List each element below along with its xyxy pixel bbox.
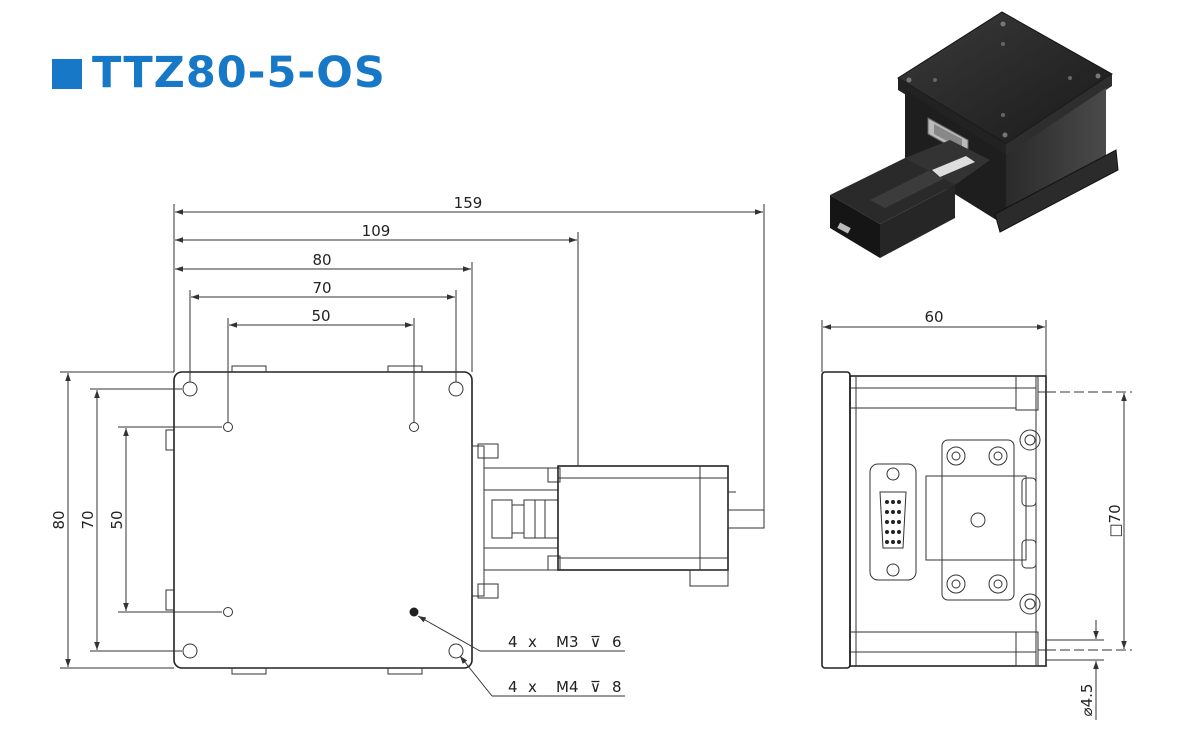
dim-80: 80 [312, 251, 331, 269]
callout-m3: 4 x M3 ⊽ 6 [508, 633, 622, 651]
dim-109: 109 [362, 222, 391, 240]
m4-hole [182, 381, 198, 397]
m3-hole [223, 422, 233, 432]
top-view: 159 109 80 70 50 80 70 50 [50, 194, 765, 697]
svg-text:x: x [528, 678, 537, 696]
m3-hole [223, 607, 233, 617]
svg-text:6: 6 [612, 633, 622, 651]
svg-text:4: 4 [508, 633, 518, 651]
m4-hole [448, 643, 464, 659]
svg-text:M3: M3 [556, 633, 579, 651]
svg-text:⊽: ⊽ [590, 633, 601, 651]
m3-hole [409, 422, 419, 432]
title-square-icon [52, 58, 82, 89]
svg-text:8: 8 [612, 678, 622, 696]
dim-left-80: 80 [50, 510, 68, 529]
motor [557, 465, 729, 571]
stage-plate [173, 371, 473, 669]
dim-left-50: 50 [108, 510, 126, 529]
svg-text:x: x [528, 633, 537, 651]
dim-side-70: □70 [1106, 504, 1124, 537]
svg-text:4: 4 [508, 678, 518, 696]
dim-left-70: 70 [79, 510, 97, 529]
dim-159: 159 [454, 194, 483, 212]
dim-50: 50 [311, 307, 330, 325]
dim-diameter: ⌀4.5 [1078, 684, 1096, 717]
m4-hole [182, 643, 198, 659]
dimension-lines-top [173, 204, 765, 510]
page-title: TTZ80-5-OS [92, 48, 386, 98]
dimension-lines-left [60, 371, 222, 669]
motor-shaft [727, 509, 765, 529]
svg-text:⊽: ⊽ [590, 678, 601, 696]
callout-m4: 4 x M4 ⊽ 8 [508, 678, 622, 696]
title-block: TTZ80-5-OS [52, 52, 386, 95]
dim-70: 70 [312, 279, 331, 297]
product-render [830, 11, 1119, 258]
svg-text:M4: M4 [556, 678, 579, 696]
m3-hole [409, 607, 419, 617]
side-view: 60 □70 ⌀4.5 [821, 308, 1132, 720]
m4-hole [448, 381, 464, 397]
dim-side-60: 60 [924, 308, 943, 326]
db15-connector [869, 463, 917, 581]
